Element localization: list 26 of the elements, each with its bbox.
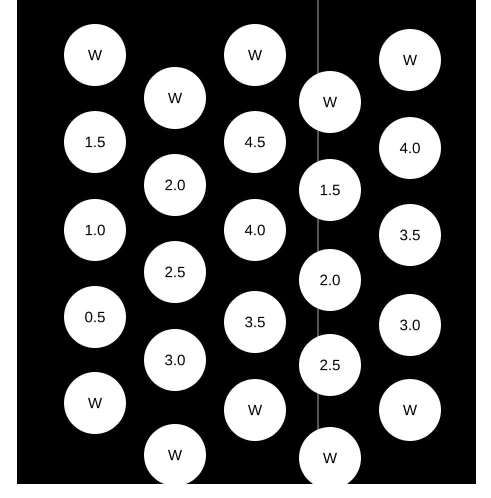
sample-disc: W — [224, 24, 286, 86]
sample-disc: W — [379, 29, 441, 91]
sample-disc: W — [224, 379, 286, 441]
sample-disc: 3.0 — [379, 294, 441, 356]
sample-disc: 3.5 — [224, 291, 286, 353]
sample-disc: 4.0 — [224, 199, 286, 261]
sample-disc: W — [64, 24, 126, 86]
sample-disc: W — [299, 71, 361, 133]
sample-disc: W — [144, 424, 206, 486]
sample-disc: 4.0 — [379, 117, 441, 179]
sample-disc: 0.5 — [64, 286, 126, 348]
sample-disc: 2.0 — [144, 154, 206, 216]
sample-disc: 1.0 — [64, 199, 126, 261]
sample-disc: 3.5 — [379, 204, 441, 266]
sample-disc: 2.5 — [144, 241, 206, 303]
sample-disc: W — [379, 379, 441, 441]
sample-disc: 1.5 — [64, 111, 126, 173]
sample-disc: W — [64, 372, 126, 434]
sample-disc: W — [144, 67, 206, 129]
sample-disc: 1.5 — [299, 159, 361, 221]
sample-disc: W — [299, 427, 361, 489]
sample-disc: 4.5 — [224, 111, 286, 173]
sample-disc: 3.0 — [144, 329, 206, 391]
sample-disc: 2.0 — [299, 249, 361, 311]
node-label: W — [322, 452, 338, 464]
sample-disc: 2.5 — [299, 334, 361, 396]
